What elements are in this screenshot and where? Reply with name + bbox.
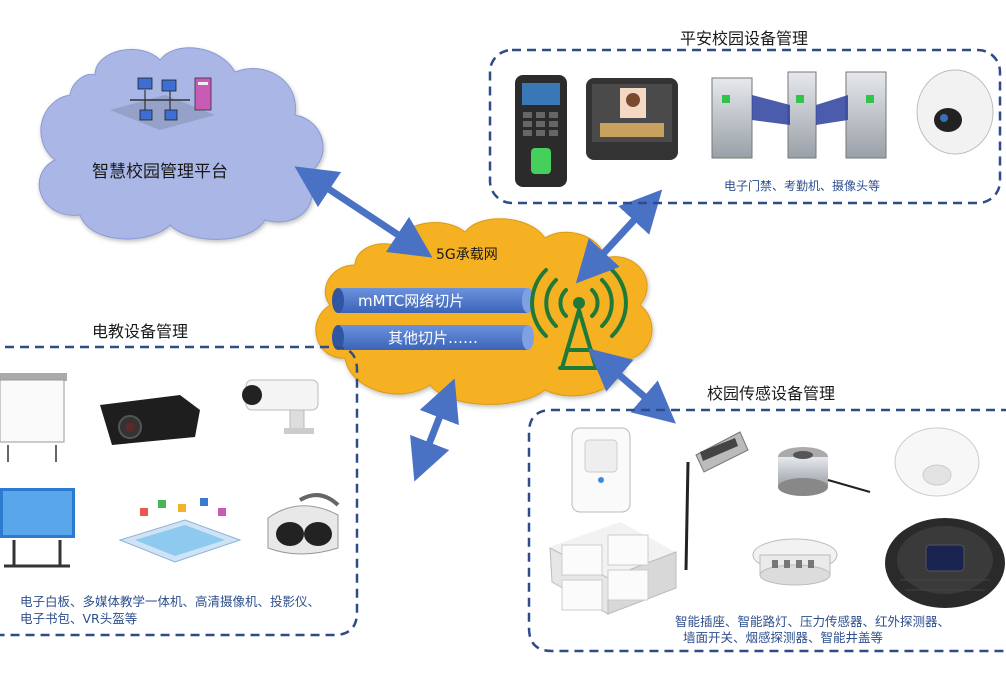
teaching-display-icon [0,488,75,568]
fingerprint-terminal-icon [515,75,567,187]
sensor-caption-line2: 墙面开关、烟感探测器、智能井盖等 [683,630,884,645]
sensor-box [527,408,1006,653]
vr-headset-icon [267,493,340,555]
projector-icon [100,395,200,445]
edu-caption-line2: 电子书包、VR头盔等 [20,611,138,626]
sensor-caption-line1: 智能插座、智能路灯、压力传感器、红外探测器、 [675,614,951,629]
face-attendance-icon [586,78,678,160]
dome-camera-icon [916,69,994,155]
edu-title: 电教设备管理 [92,322,189,341]
server-network-icon [110,77,215,130]
safe-campus-caption: 电子门禁、考勤机、摄像头等 [724,179,881,193]
sensor-title: 校园传感设备管理 [707,384,836,403]
slice-mmtc-label: mMTC网络切片 [358,292,465,310]
arrow-network-sensor [588,348,676,424]
infrared-detector-icon [894,427,980,497]
smart-manhole-cover-icon [885,518,1005,608]
pressure-sensor-icon [778,447,871,496]
arrow-network-edu [410,378,459,482]
whiteboard-icon [0,373,67,462]
wall-switch-icon [549,522,677,615]
edu-caption-line1: 电子白板、多媒体教学一体机、高清摄像机、投影仪、 [20,594,321,609]
smart-streetlight-icon [684,431,749,571]
slice-other [332,325,534,350]
smoke-detector-icon [752,538,838,586]
safe-campus-box [488,48,1002,205]
platform-cloud [38,47,324,240]
arrow-platform-network [294,166,433,258]
edu-box [0,345,359,637]
hd-camera-icon [242,379,319,434]
smart-socket-icon [571,427,631,513]
safe-campus-title: 平安校园设备管理 [680,29,809,48]
arrow-network-safe [575,189,663,284]
turnstile-gates-icon [711,71,887,159]
network-title: 5G承载网 [436,247,498,263]
e-schoolbag-tablet-icon [118,498,242,563]
platform-label: 智慧校园管理平台 [92,162,228,182]
connection-arrows [294,166,676,482]
slice-other-label: 其他切片…… [388,329,479,347]
